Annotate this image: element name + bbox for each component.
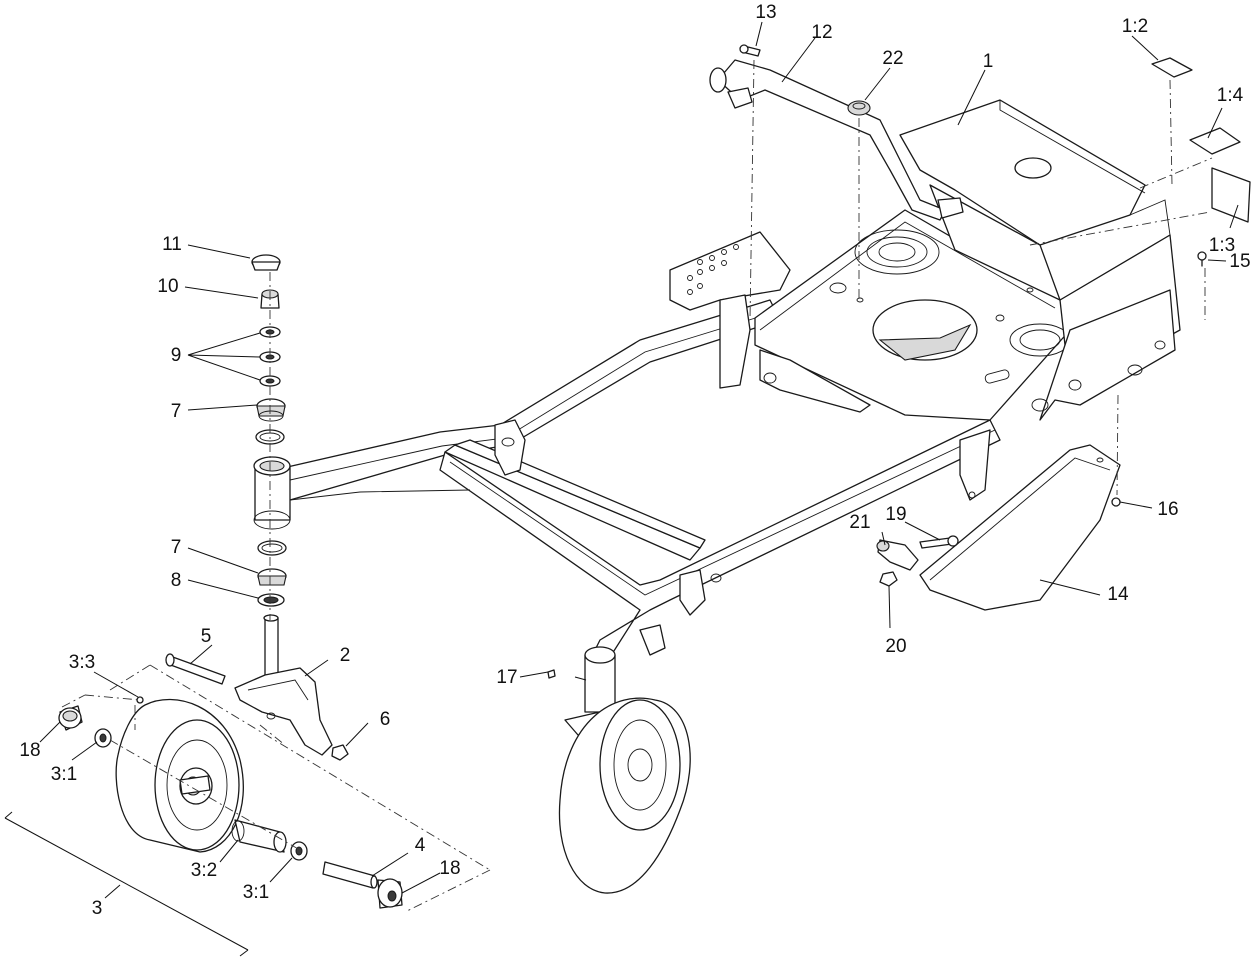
part-22-grommet xyxy=(847,100,871,116)
callout-19: 19 xyxy=(885,504,906,525)
bracket-holes xyxy=(687,244,739,295)
callout-1-4: 1:4 xyxy=(1217,85,1244,106)
callout-2: 2 xyxy=(340,645,351,666)
callout-12: 12 xyxy=(811,22,832,43)
part-1-4-decal xyxy=(1189,127,1241,155)
callout-20: 20 xyxy=(885,636,906,657)
part-1-2-decal xyxy=(1151,57,1193,78)
callout-22: 22 xyxy=(882,48,903,69)
callout-21: 21 xyxy=(849,512,870,533)
callout-11: 11 xyxy=(162,234,182,255)
left-wheel-assembly xyxy=(58,696,403,909)
explosion-lines xyxy=(61,59,1213,913)
callout-3-1-right: 3:1 xyxy=(243,882,269,903)
callout-1-2: 1:2 xyxy=(1122,16,1148,37)
callout-1: 1 xyxy=(983,51,994,72)
part-14-footplate xyxy=(919,444,1121,611)
right-caster-assembly xyxy=(547,646,691,894)
callout-18-right: 18 xyxy=(439,858,460,879)
callout-10: 10 xyxy=(157,276,178,297)
callout-3-2: 3:2 xyxy=(191,860,217,881)
callout-15: 15 xyxy=(1229,251,1250,272)
callout-labels: 13 12 22 1 1:2 1:4 1:3 15 11 10 9 7 7 8 … xyxy=(19,2,1250,919)
part-12-handle xyxy=(709,59,964,221)
callout-13: 13 xyxy=(755,2,776,23)
callout-9: 9 xyxy=(171,345,182,366)
callout-18-left: 18 xyxy=(19,740,40,761)
callout-6: 6 xyxy=(380,709,391,730)
callout-5: 5 xyxy=(201,626,212,647)
callout-3-1-left: 3:1 xyxy=(51,764,77,785)
callout-1-3: 1:3 xyxy=(1209,235,1235,256)
callout-16: 16 xyxy=(1157,499,1178,520)
left-caster-assembly xyxy=(165,254,349,761)
part-13-bolt xyxy=(739,44,761,57)
callout-17: 17 xyxy=(496,667,517,688)
part-16-nut xyxy=(1111,497,1121,507)
frame-platform xyxy=(669,99,1181,501)
part-1-3-decal xyxy=(1211,167,1251,223)
main-frame xyxy=(282,299,1001,666)
callout-4: 4 xyxy=(415,835,426,856)
leader-lines xyxy=(4,21,1239,957)
part-19-bolt xyxy=(919,535,959,549)
callout-8: 8 xyxy=(171,570,182,591)
callout-7-upper: 7 xyxy=(171,401,182,422)
part-20-nut xyxy=(879,571,898,587)
callout-14: 14 xyxy=(1107,584,1129,605)
part-15-rivet xyxy=(1197,251,1207,267)
part-21-spacer xyxy=(876,539,919,571)
callout-3: 3 xyxy=(92,898,103,919)
callout-3-3: 3:3 xyxy=(69,652,95,673)
callout-7-lower: 7 xyxy=(171,537,182,558)
